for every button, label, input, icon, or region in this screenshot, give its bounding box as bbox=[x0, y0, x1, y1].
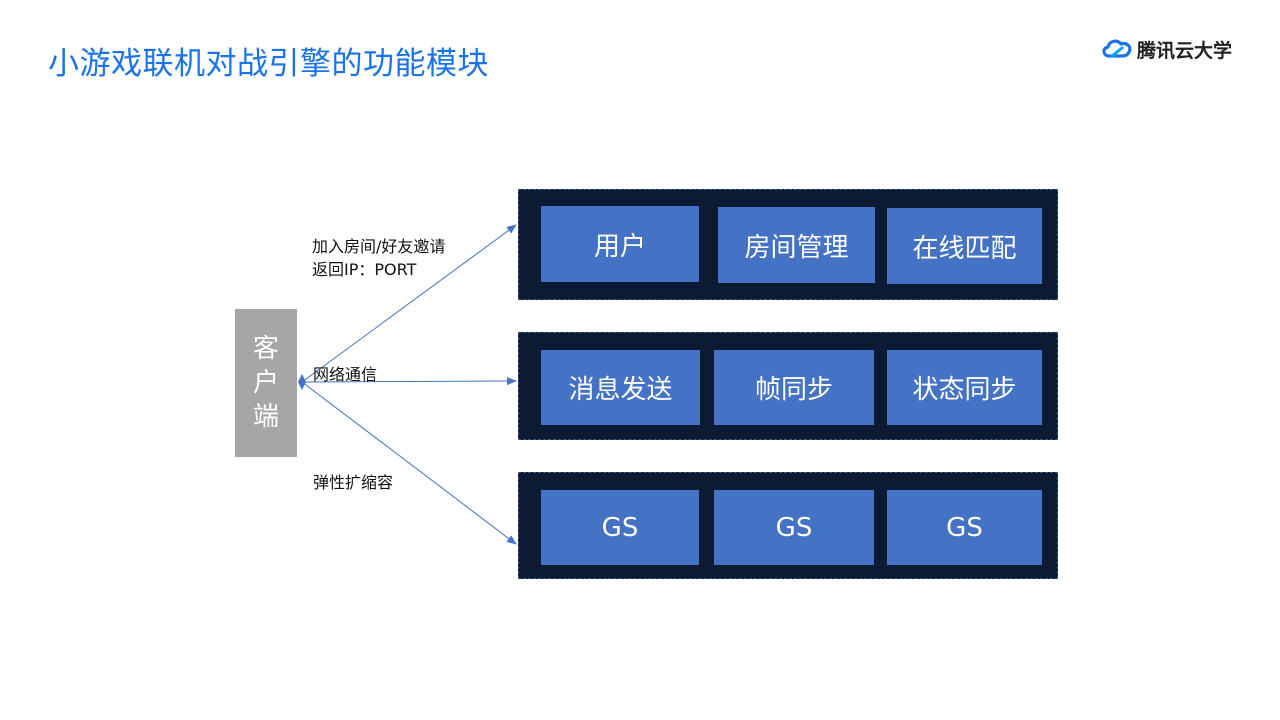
module-gs-1: GS bbox=[541, 490, 699, 565]
cloud-icon bbox=[1102, 39, 1132, 58]
brand-logo: 腾讯云大学 bbox=[1100, 34, 1250, 64]
module-frame-sync: 帧同步 bbox=[714, 350, 874, 425]
client-box: 客 户 端 bbox=[235, 309, 297, 457]
connector-bottom bbox=[301, 381, 517, 545]
module-state-sync: 状态同步 bbox=[887, 350, 1042, 425]
module-gs-2: GS bbox=[714, 490, 874, 565]
module-room-management: 房间管理 bbox=[718, 207, 875, 283]
client-label-3: 端 bbox=[252, 402, 279, 432]
edge-label-middle: 网络通信 bbox=[313, 365, 378, 384]
connector-origin-diamond bbox=[298, 374, 306, 390]
module-group-1: 用户 房间管理 在线匹配 bbox=[518, 189, 1058, 300]
module-message-sending: 消息发送 bbox=[541, 350, 700, 425]
connector-middle bbox=[301, 377, 517, 386]
edge-label-bottom: 弹性扩缩容 bbox=[313, 473, 394, 492]
connector-top bbox=[301, 224, 517, 383]
client-label-1: 客 bbox=[252, 334, 279, 364]
module-online-matching: 在线匹配 bbox=[887, 208, 1042, 284]
module-group-3: GS GS GS bbox=[518, 472, 1058, 579]
page-title: 小游戏联机对战引擎的功能模块 bbox=[48, 46, 489, 82]
edge-label-top-1: 加入房间/好友邀请 bbox=[312, 237, 446, 256]
module-user: 用户 bbox=[541, 206, 699, 282]
brand-name: 腾讯云大学 bbox=[1137, 39, 1233, 62]
module-group-2: 消息发送 帧同步 状态同步 bbox=[518, 332, 1058, 440]
module-gs-3: GS bbox=[887, 490, 1042, 565]
edge-label-top-2: 返回IP：PORT bbox=[312, 260, 417, 279]
client-label-2: 户 bbox=[252, 368, 279, 398]
